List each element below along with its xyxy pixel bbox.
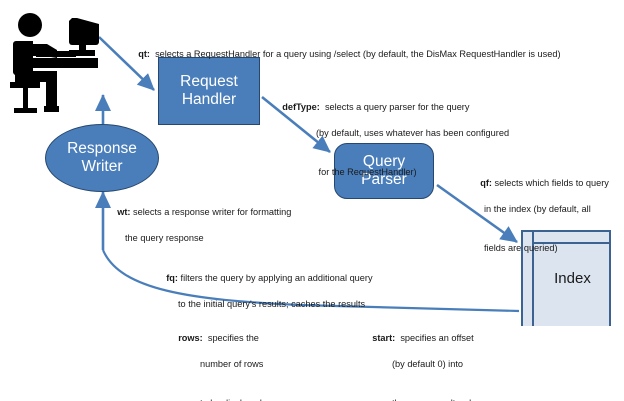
edge-index-to-response-writer — [101, 249, 520, 313]
annotation-qf-line-3: fields are queried) — [484, 243, 558, 254]
annotation-qf-param: qf: — [480, 178, 492, 189]
annotation-qf-line-1: selects which fields to query — [494, 178, 609, 189]
annotation-rows-param: rows: — [178, 333, 203, 344]
annotation-deftype: defType: selects a query parser for the … — [272, 88, 509, 206]
annotation-rows-line-1: specifies the — [207, 333, 259, 344]
annotation-deftype-line-3: for the RequestHandler) — [316, 167, 417, 178]
annotation-start-line-1: specifies an offset — [400, 333, 474, 344]
annotation-qt-param: qt: — [138, 49, 150, 60]
annotation-wt: wt: selects a response writer for format… — [107, 193, 291, 271]
annotation-fq: fq: filters the query by applying an add… — [156, 259, 373, 337]
annotation-start-line-2: (by default 0) into — [392, 359, 463, 370]
annotation-fq-line-2: to the initial query's results; caches t… — [178, 299, 366, 310]
node-response-writer-label: Response Writer — [67, 139, 137, 175]
edge-query-parser-to-index — [436, 183, 518, 244]
annotation-wt-param: wt: — [117, 207, 131, 218]
annotation-wt-line-1: selects a response writer for formatting — [133, 207, 292, 218]
node-response-writer[interactable]: Response Writer — [45, 124, 159, 192]
annotation-rows-line-2: number of rows — [200, 359, 264, 370]
edge-request-handler-to-query-parser — [261, 95, 331, 154]
annotation-qf: qf: selects which fields to query in the… — [470, 164, 609, 282]
index-divider-vertical — [532, 230, 534, 326]
node-index[interactable]: Index — [521, 230, 611, 326]
annotation-wt-line-2: the query response — [125, 233, 204, 244]
annotation-start-line-3: the query results where — [362, 397, 488, 401]
node-request-handler-label: Request Handler — [180, 72, 238, 108]
annotation-start: start: specifies an offset (by default 0… — [362, 319, 488, 401]
annotation-qt-line-1: selects a RequestHandler for a query usi… — [155, 49, 561, 60]
annotation-start-param: start: — [372, 333, 396, 344]
index-divider-horizontal — [532, 242, 611, 244]
annotation-qt: qt: selects a RequestHandler for a query… — [128, 35, 561, 74]
annotation-fq-line-1: filters the query by applying an additio… — [180, 273, 373, 284]
user-at-computer-icon — [10, 13, 99, 113]
edge-user-to-request-handler — [98, 36, 155, 91]
index-body — [521, 230, 611, 326]
annotation-rows-line-3: to be displayed — [168, 397, 263, 401]
annotation-fq-param: fq: — [166, 273, 178, 284]
annotation-deftype-param: defType: — [282, 102, 320, 113]
annotation-deftype-line-2: (by default, uses whatever has been conf… — [316, 128, 510, 139]
annotation-rows: rows: specifies the number of rows to be… — [168, 319, 263, 401]
node-index-label: Index — [554, 269, 591, 287]
annotation-qf-line-2: in the index (by default, all — [484, 204, 591, 215]
annotation-deftype-line-1: selects a query parser for the query — [324, 102, 470, 113]
